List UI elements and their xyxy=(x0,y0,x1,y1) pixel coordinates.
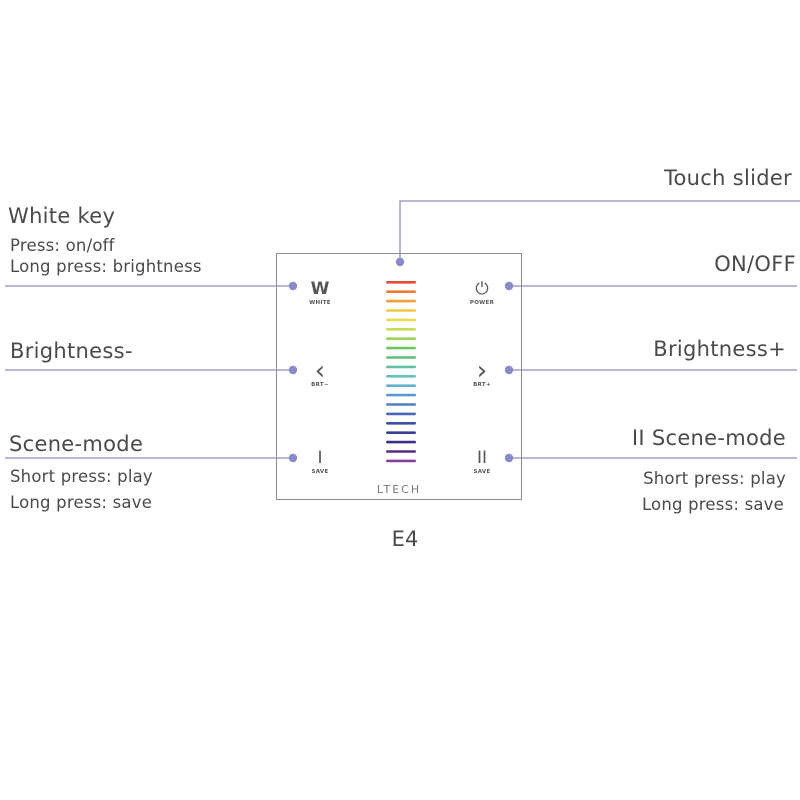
brightness-minus-label: Brightness- xyxy=(10,339,133,363)
slider-bar xyxy=(385,318,416,321)
scene-left-caption: SAVE xyxy=(311,469,329,475)
slider-bar xyxy=(385,308,416,312)
slider-bar xyxy=(385,449,416,453)
slider-bar xyxy=(385,365,416,368)
slider-bar xyxy=(385,289,416,293)
slider-bar xyxy=(385,327,416,331)
power-key-caption: POWER xyxy=(469,300,495,306)
touch-slider-label: Touch slider xyxy=(663,166,792,190)
brightness-plus-key[interactable]: › BRT+ xyxy=(462,356,502,388)
brightness-plus-label: Brightness+ xyxy=(653,337,786,361)
slider-bar xyxy=(385,336,416,340)
scene-right-long-text: Long press: save xyxy=(641,495,784,514)
brightness-minus-key[interactable]: ‹ BRT− xyxy=(300,356,340,388)
scene-left-short-text: Short press: play xyxy=(10,467,153,486)
power-icon: ⏻ xyxy=(475,279,489,299)
scene-save-left-key[interactable]: I SAVE xyxy=(300,447,340,475)
slider-bar xyxy=(385,402,416,406)
slider-bar xyxy=(385,355,416,359)
chevron-left-icon: ‹ xyxy=(314,356,326,386)
white-key-label: White key xyxy=(8,204,116,228)
scene-right-label: II Scene-mode xyxy=(631,426,786,450)
white-key[interactable]: W WHITE xyxy=(300,278,340,306)
slider-bar xyxy=(385,421,416,425)
slider-bar xyxy=(385,459,416,462)
white-key-long-text: Long press: brightness xyxy=(10,257,202,276)
slider-bar xyxy=(385,412,416,415)
white-key-caption: WHITE xyxy=(309,300,331,306)
wall-panel: W WHITE ⏻ POWER ‹ BRT− › BRT+ I SAVE II … xyxy=(276,253,522,500)
on-off-label: ON/OFF xyxy=(714,252,796,276)
brand-logo: LTECH xyxy=(376,483,422,496)
slider-bar xyxy=(385,393,416,396)
slider-bar xyxy=(385,383,416,387)
touch-slider[interactable] xyxy=(276,253,522,500)
slider-bar xyxy=(385,374,416,378)
scene-right-short-text: Short press: play xyxy=(643,469,786,488)
brightness-plus-caption: BRT+ xyxy=(473,382,491,388)
slider-bar xyxy=(385,430,416,434)
scene-right-glyph: II xyxy=(476,448,488,468)
brightness-minus-caption: BRT− xyxy=(311,382,329,388)
scene-left-glyph: I xyxy=(317,448,323,468)
white-key-glyph: W xyxy=(310,279,330,299)
slider-bar xyxy=(385,440,416,443)
scene-left-label: Scene-mode xyxy=(9,432,144,456)
power-key[interactable]: ⏻ POWER xyxy=(462,278,502,306)
scene-left-long-text: Long press: save xyxy=(10,493,153,512)
touch-slider-leader xyxy=(399,200,800,262)
slider-bar xyxy=(385,299,416,302)
slider-bar xyxy=(385,346,416,349)
white-key-press-text: Press: on/off xyxy=(10,236,115,255)
scene-right-caption: SAVE xyxy=(473,469,491,475)
model-label: E4 xyxy=(391,527,419,551)
chevron-right-icon: › xyxy=(476,356,488,386)
slider-bar xyxy=(385,280,416,284)
scene-save-right-key[interactable]: II SAVE xyxy=(462,447,502,475)
